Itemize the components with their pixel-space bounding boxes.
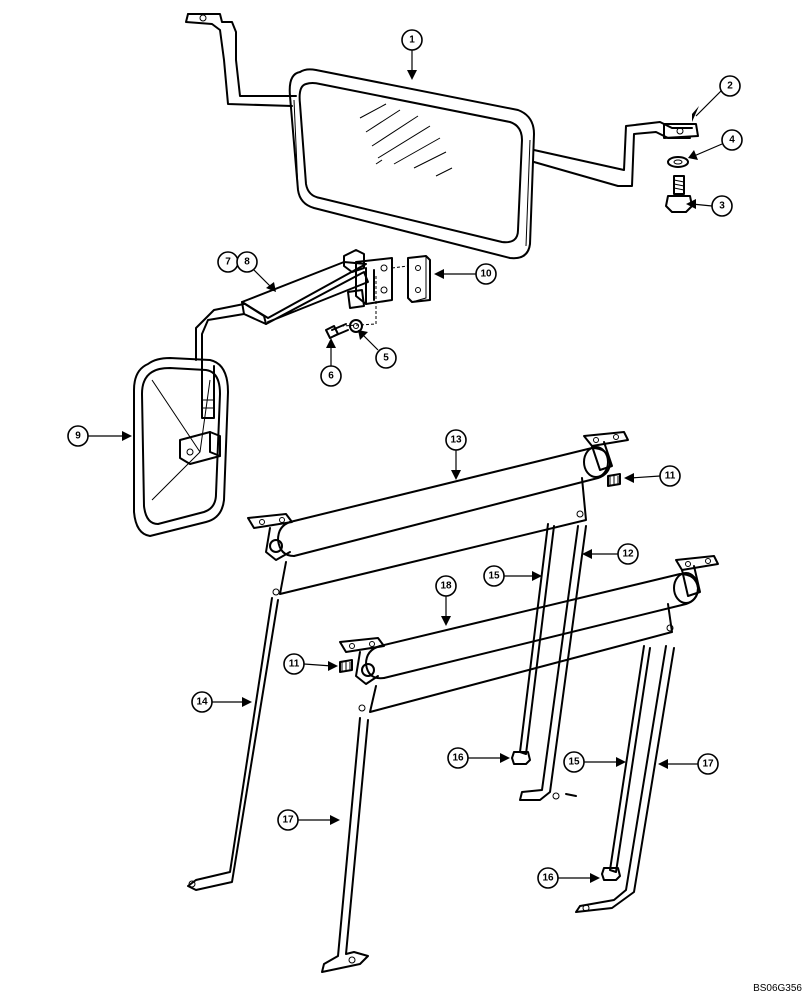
- mirror-screw: [325, 323, 349, 339]
- callout-9: 9: [67, 425, 132, 447]
- callout-label: 10: [480, 269, 492, 280]
- callout-15-lower: 15: [563, 751, 626, 773]
- screw: [339, 659, 353, 673]
- callout-7: 7: [217, 251, 239, 273]
- callout-4: 4: [688, 129, 743, 160]
- callout-label: 12: [622, 549, 634, 560]
- callout-label: 1: [409, 35, 415, 46]
- callout-15-upper: 15: [483, 565, 542, 587]
- upper-sunshade: [247, 431, 629, 596]
- callout-label: 8: [244, 257, 250, 268]
- bolt: [665, 175, 693, 213]
- callout-8: 8: [236, 251, 276, 292]
- callout-label: 15: [568, 757, 580, 768]
- callout-label: 6: [328, 371, 334, 382]
- callout-label: 17: [282, 815, 294, 826]
- callout-11-upper: 11: [624, 465, 681, 487]
- callout-11-lower: 11: [283, 653, 338, 675]
- callout-label: 11: [665, 471, 676, 482]
- mirror-bracket: [185, 13, 699, 187]
- callout-label: 15: [488, 571, 500, 582]
- callout-13: 13: [445, 429, 467, 480]
- mirror-nut: [349, 319, 363, 333]
- callout-label: 14: [196, 697, 208, 708]
- callout-12: 12: [582, 543, 639, 565]
- lower-rods: [321, 645, 675, 973]
- callout-6: 6: [320, 338, 342, 387]
- callout-label: 2: [727, 81, 733, 92]
- callout-16-upper: 16: [447, 747, 510, 769]
- callout-17-left: 17: [277, 809, 340, 831]
- callout-label: 16: [542, 873, 554, 884]
- callout-3: 3: [686, 195, 733, 217]
- callout-18: 18: [435, 575, 457, 626]
- callout-label: 17: [702, 759, 714, 770]
- callout-2: 2: [692, 75, 741, 122]
- callout-label: 3: [719, 201, 725, 212]
- callout-10: 10: [434, 263, 497, 285]
- callout-16-lower: 16: [537, 867, 600, 889]
- left-rod: [187, 597, 279, 891]
- side-mirror-arm: [195, 249, 409, 361]
- callout-1: 1: [401, 29, 423, 80]
- callout-label: 13: [450, 435, 462, 446]
- callout-5: 5: [358, 330, 397, 369]
- washer: [667, 156, 689, 168]
- callout-label: 4: [729, 135, 735, 146]
- callout-label: 9: [75, 431, 81, 442]
- callout-label: 7: [225, 257, 231, 268]
- callout-label: 11: [289, 659, 300, 670]
- callout-label: 18: [440, 581, 452, 592]
- callout-14: 14: [191, 691, 252, 713]
- screw: [607, 473, 621, 487]
- callout-17-right: 17: [658, 753, 719, 775]
- callout-label: 5: [383, 353, 389, 364]
- rear-view-mirror: [288, 68, 535, 260]
- rubber-pad: [407, 255, 431, 303]
- lower-sunshade: [339, 555, 719, 713]
- callout-label: 16: [452, 753, 464, 764]
- side-mirror: [133, 357, 229, 537]
- figure-reference-code: BS06G356: [753, 983, 802, 994]
